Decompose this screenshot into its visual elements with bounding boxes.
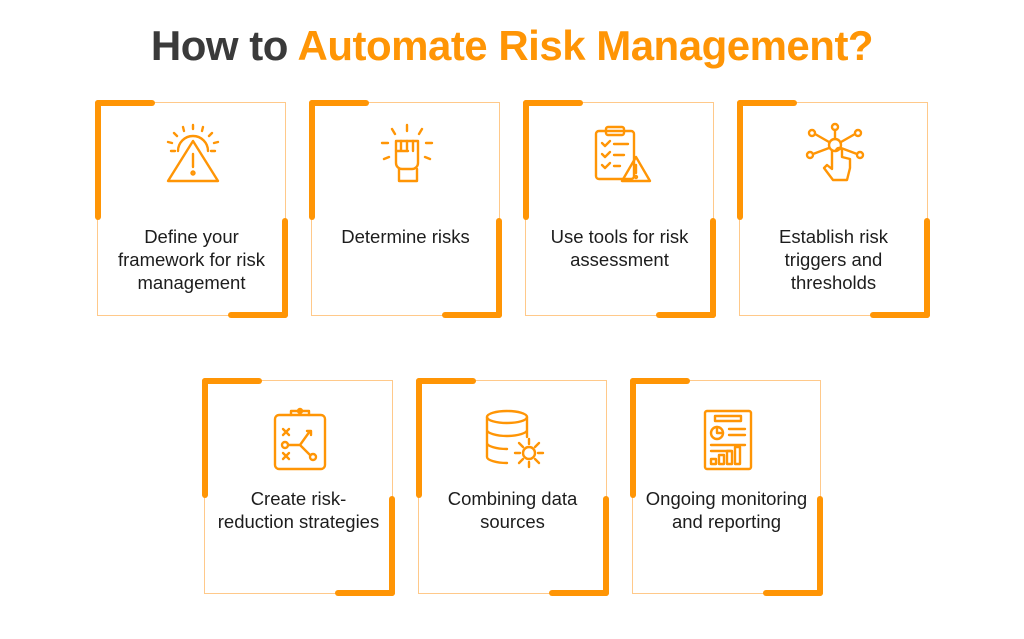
title-prefix: How to — [150, 22, 288, 69]
gear-warning-icon — [166, 123, 220, 183]
card-monitoring-reporting: Ongoing monitoring and reporting — [630, 378, 823, 596]
card-risk-assessment-tools: Use tools for risk assessment — [523, 100, 716, 318]
report-document-icon — [703, 409, 753, 471]
raised-fist-icon — [380, 123, 434, 183]
title-accent: Automate Risk Management? — [297, 22, 874, 69]
card-combining-data: Combining data sources — [416, 378, 609, 596]
card-define-framework: Define your framework for risk managemen… — [95, 100, 288, 318]
strategy-clipboard-icon — [273, 407, 327, 471]
page-title: How to Automate Risk Management? — [0, 22, 1024, 70]
database-gear-icon — [485, 409, 545, 469]
card-determine-risks: Determine risks — [309, 100, 502, 318]
card-label: Establish risk triggers and thresholds — [779, 226, 888, 293]
card-label: Determine risks — [341, 226, 470, 247]
clipboard-warning-icon — [594, 125, 652, 183]
card-risk-triggers: Establish risk triggers and thresholds — [737, 100, 930, 318]
card-label: Use tools for risk assessment — [550, 226, 689, 270]
card-risk-reduction: Create risk-reduction strategies — [202, 378, 395, 596]
card-label: Combining data sources — [447, 488, 578, 532]
card-label: Define your framework for risk managemen… — [118, 226, 265, 293]
touch-network-icon — [805, 122, 865, 182]
card-label: Ongoing monitoring and reporting — [645, 488, 808, 532]
card-label: Create risk-reduction strategies — [217, 488, 380, 532]
